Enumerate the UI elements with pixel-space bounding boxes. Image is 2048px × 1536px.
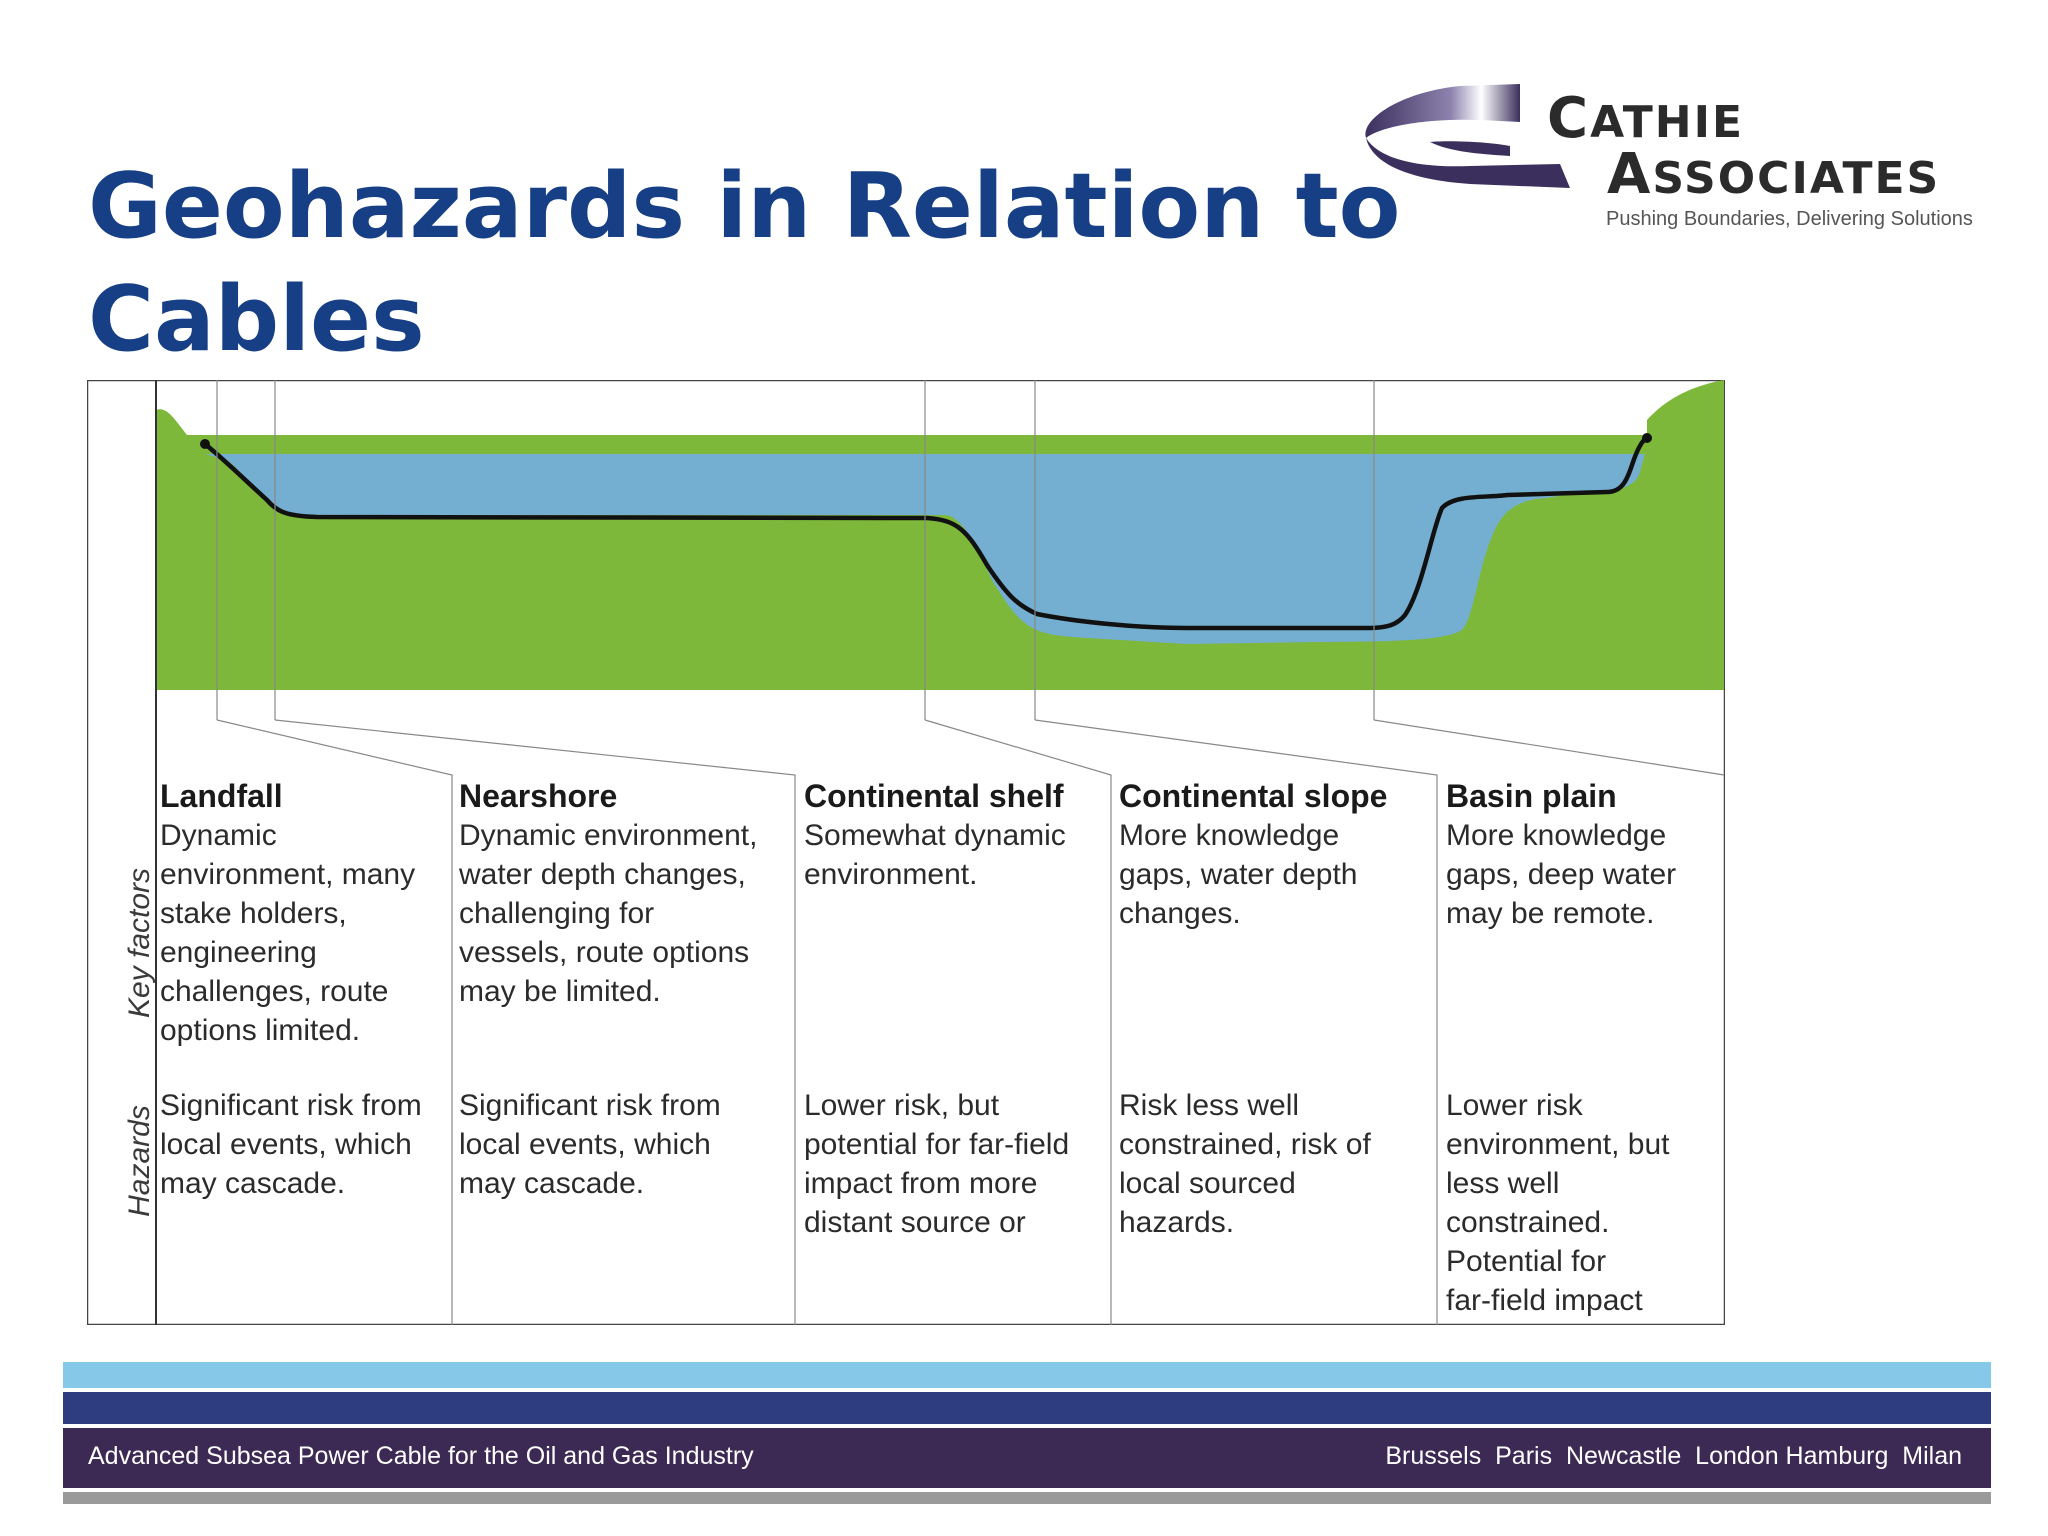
water-area [205,454,1645,644]
logo-tagline: Pushing Boundaries, Delivering Solutions [1606,208,1973,230]
zone-nearshore: Nearshore Dynamic environment, water dep… [459,777,789,1011]
zone-landfall-hazards: Significant risk from local events, whic… [160,1089,422,1200]
slide-title-line2: Cables [88,267,425,372]
zone-title: Continental shelf [804,778,1064,814]
cable-route-diagram: Key factors Hazards Landfall Dynamic env… [87,380,1725,1325]
zone-key-factors: Dynamic environment, water depth changes… [459,819,758,1008]
zone-title: Landfall [160,778,283,814]
zone-continental-slope: Continental slope More knowledge gaps, w… [1119,777,1439,933]
zone-title: Continental slope [1119,778,1388,814]
footer-office-locations: Brussels Paris Newcastle London Hamburg … [1385,1442,1962,1470]
zone-continental-shelf-hazards: Lower risk, but potential for far-field … [804,1089,1070,1239]
footer-project-title: Advanced Subsea Power Cable for the Oil … [88,1442,754,1470]
zone-basin-plain: Basin plain More knowledge gaps, deep wa… [1446,777,1721,933]
seabed-profile-graphic [87,380,1725,1325]
landfall-point-right [1642,433,1652,443]
footer-stripe-blue [63,1392,1991,1424]
footer-bar [63,1428,1991,1488]
zone-continental-shelf: Continental shelf Somewhat dynamic envir… [804,777,1114,894]
zone-title: Nearshore [459,778,618,814]
row-label-hazards: Hazards [123,1105,156,1217]
footer-stripe-grey [63,1492,1991,1504]
zone-key-factors: More knowledge gaps, water depth changes… [1119,819,1358,930]
zone-key-factors: More knowledge gaps, deep water may be r… [1446,819,1677,930]
landfall-point-left [200,439,210,449]
zone-landfall: Landfall Dynamic environment, many stake… [160,777,450,1050]
footer-stripe-light [63,1362,1991,1388]
zone-key-factors: Somewhat dynamic environment. [804,819,1066,891]
slide-title-line1: Geohazards in Relation to [88,154,1401,259]
logo-swoosh-icon [1365,84,1570,188]
logo-line1: CATHIE [1547,86,1745,151]
zone-title: Basin plain [1446,778,1617,814]
zone-basin-plain-hazards: Lower risk environment, but less well co… [1446,1089,1670,1317]
cable-route-line [203,435,1649,631]
zone-continental-slope-hazards: Risk less well constrained, risk of loca… [1119,1089,1371,1239]
slide-title: Geohazards in Relation to Cables [88,150,1401,376]
company-logo: CATHIE ASSOCIATES Pushing Boundaries, De… [1360,80,2000,240]
row-label-key-factors: Key factors [123,867,156,1019]
logo-line2: ASSOCIATES [1607,142,1941,207]
zone-key-factors: Dynamic environment, many stake holders,… [160,819,416,1047]
zone-nearshore-hazards: Significant risk from local events, whic… [459,1089,721,1200]
